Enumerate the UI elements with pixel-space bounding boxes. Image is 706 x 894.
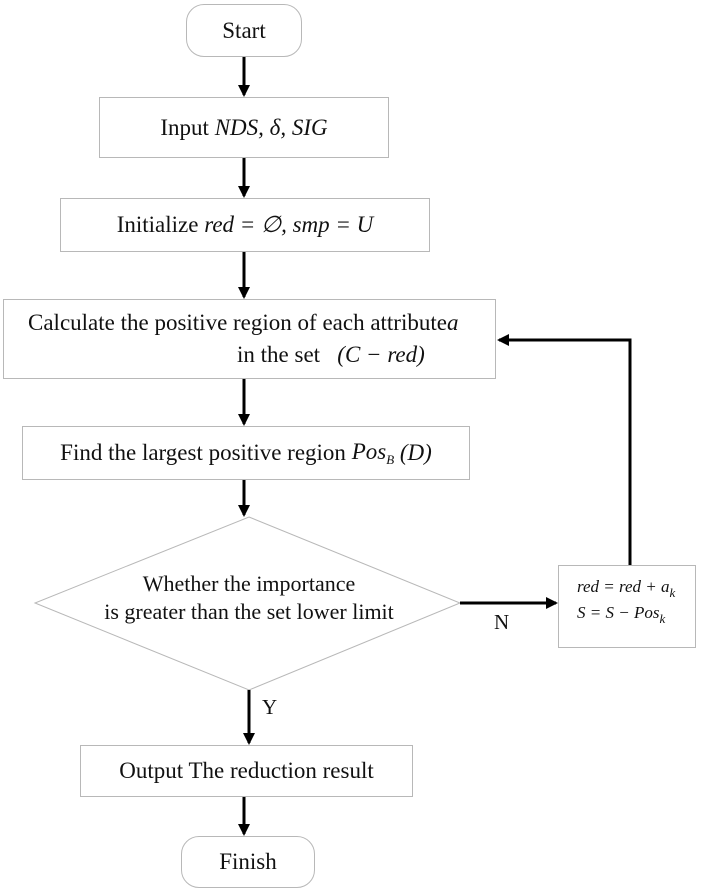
- start-node: Start: [186, 4, 302, 57]
- initialize-box: Initialize red = ∅, smp = U: [60, 198, 430, 252]
- positive-region-argument: (D): [399, 440, 432, 466]
- output-box: Output The reduction result: [80, 745, 413, 797]
- finish-label: Finish: [219, 849, 277, 875]
- output-label: Output The reduction result: [119, 758, 374, 784]
- set-expression: (C − red): [337, 342, 425, 367]
- input-params: NDS, δ, SIG: [214, 114, 328, 140]
- decision-text: Whether the importance is greater than t…: [40, 570, 458, 625]
- attribute-symbol: a: [446, 310, 459, 336]
- input-label: Input: [160, 114, 209, 140]
- branch-no-label: N: [494, 610, 510, 634]
- initialize-label: Initialize: [116, 212, 199, 238]
- calculate-line-1: Calculate the positive region of each at…: [28, 310, 447, 336]
- loop-back-line: [497, 334, 632, 565]
- calculate-line-2: in the set: [237, 342, 321, 367]
- input-box: Input NDS, δ, SIG: [99, 97, 389, 158]
- positive-region-symbol: PosB: [351, 439, 395, 468]
- finish-node: Finish: [181, 836, 315, 888]
- update-line-1: red = red + ak: [577, 577, 676, 600]
- initialize-expression: red = ∅, smp = U: [204, 212, 374, 238]
- calculate-box: Calculate the positive region of each at…: [3, 299, 496, 379]
- find-label: Find the largest positive region: [60, 440, 346, 466]
- find-box: Find the largest positive region PosB (D…: [22, 426, 470, 480]
- decision-line-2: is greater than the set lower limit: [104, 598, 394, 624]
- decision-line-1: Whether the importance: [142, 571, 356, 596]
- update-line-2: S = S − Posk: [577, 602, 666, 626]
- start-label: Start: [222, 17, 266, 43]
- update-box: red = red + ak S = S − Posk: [558, 565, 696, 648]
- branch-yes-label: Y: [262, 695, 278, 719]
